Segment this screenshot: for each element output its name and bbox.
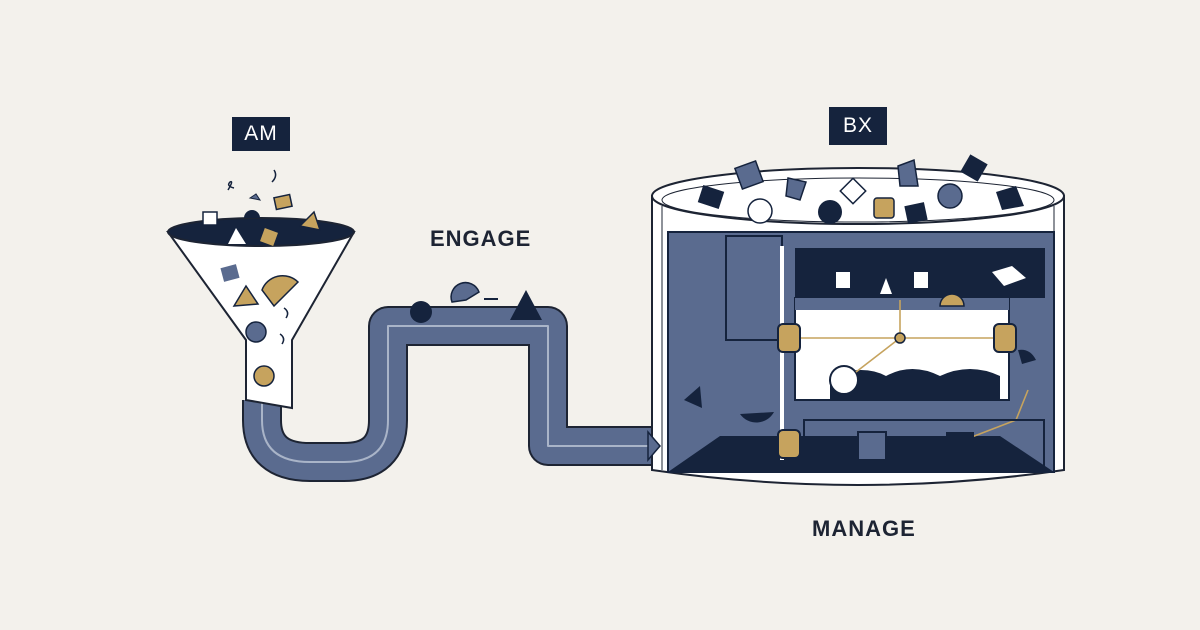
funnel-icon bbox=[166, 169, 356, 410]
engage-caption: ENGAGE bbox=[430, 226, 532, 251]
container-icon bbox=[651, 154, 1065, 486]
container-top-items bbox=[697, 154, 1024, 224]
left-tag-label: AM bbox=[232, 117, 290, 151]
pipe-icon bbox=[242, 306, 652, 482]
right-tag-label: BX bbox=[829, 107, 887, 145]
gear-node-icon bbox=[777, 323, 1017, 459]
manage-caption: MANAGE bbox=[812, 516, 916, 541]
pipe-shapes bbox=[410, 281, 542, 323]
